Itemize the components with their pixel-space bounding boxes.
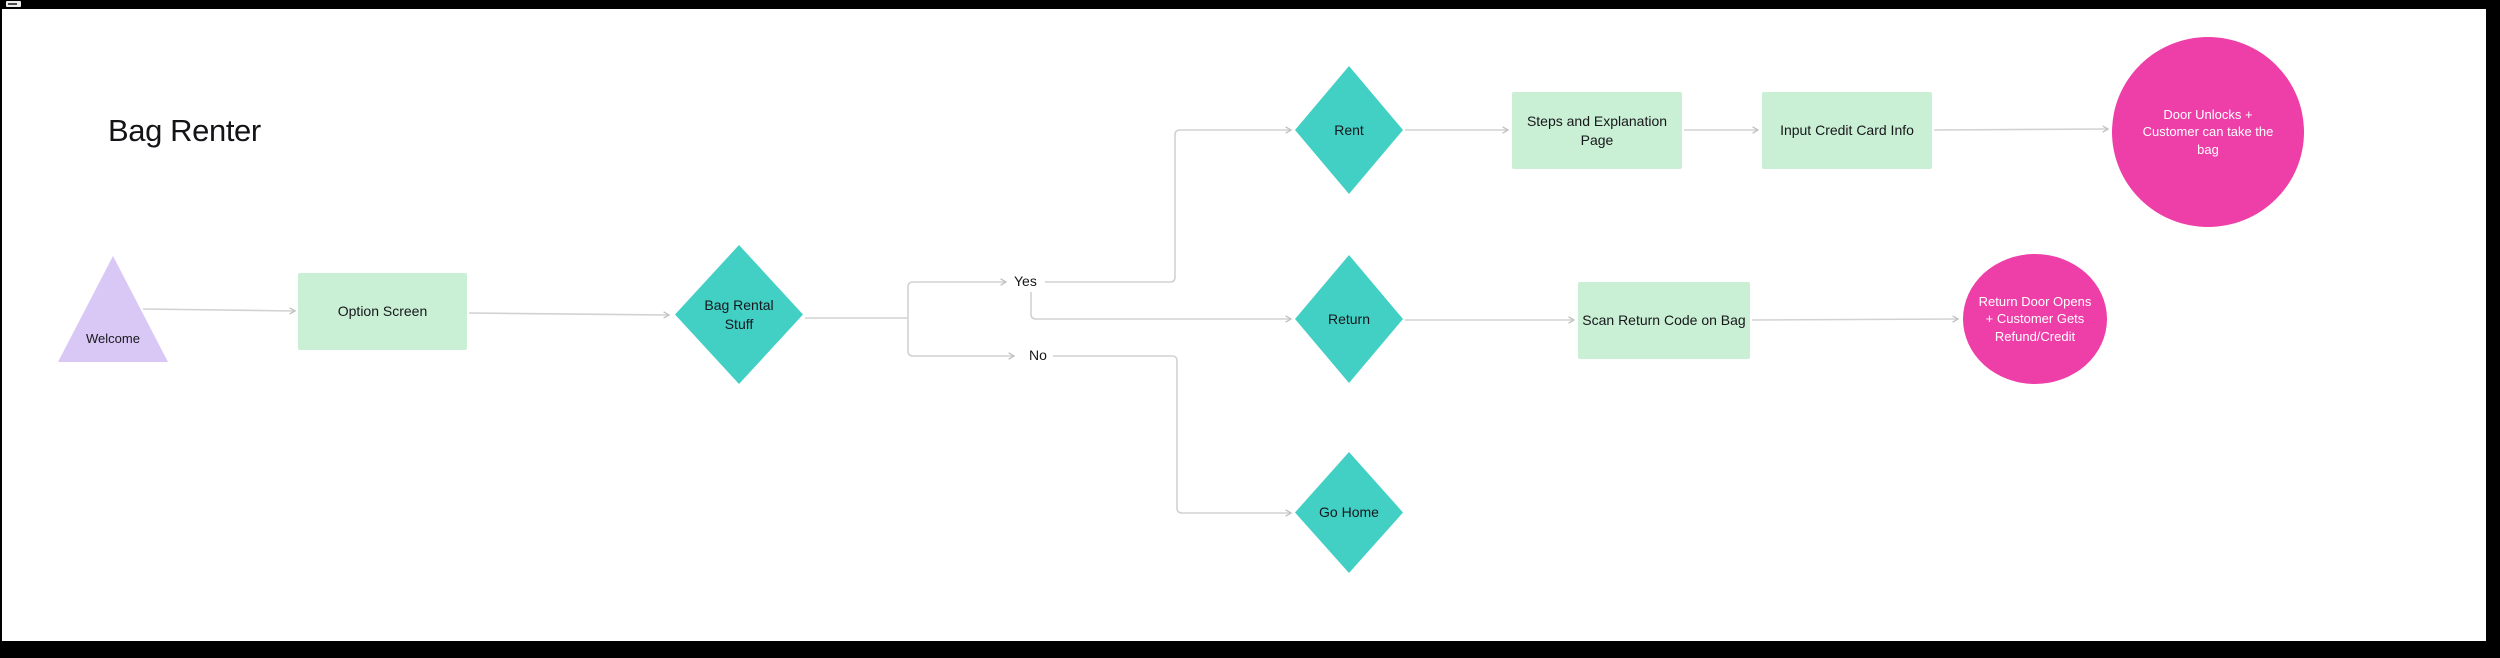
edge-input-cc-door-unlocks[interactable]: [1933, 125, 2110, 133]
node-return-door-opens-label: Return Door Opens + Customer Gets Refund…: [1978, 294, 2092, 344]
edge-yes-return[interactable]: [1030, 292, 1293, 323]
node-scan-return-code[interactable]: Scan Return Code on Bag: [1578, 282, 1750, 359]
diagram-title: Bag Renter: [108, 113, 261, 148]
node-option-screen[interactable]: Option Screen: [298, 273, 467, 350]
branch-label-no: No: [1029, 347, 1047, 363]
branch-label-yes: Yes: [1014, 273, 1037, 289]
node-scan-return-code-label: Scan Return Code on Bag: [1582, 312, 1746, 329]
edge-no-go-home[interactable]: [1053, 355, 1293, 517]
node-steps-page[interactable]: Steps and Explanation Page: [1512, 92, 1682, 169]
node-door-unlocks[interactable]: Door Unlocks + Customer can take the bag: [2112, 37, 2304, 227]
node-steps-page-label: Steps and Explanation Page: [1526, 112, 1668, 148]
node-bag-rental-stuff-label: Bag Rental Stuff: [704, 296, 774, 332]
node-return-label: Return: [1327, 310, 1371, 327]
node-option-screen-label: Option Screen: [337, 303, 428, 320]
edge-branch-yes[interactable]: [907, 278, 1008, 318]
whiteboard-canvas[interactable]: Bag Renter Welcome: [2, 9, 2486, 641]
node-input-credit-card-label: Input Credit Card Info: [1780, 122, 1914, 139]
edge-option-screen-bag-rental[interactable]: [468, 311, 671, 319]
edge-yes-rent[interactable]: [1045, 126, 1293, 283]
node-input-credit-card[interactable]: Input Credit Card Info: [1762, 92, 1932, 169]
node-welcome-label: Welcome: [86, 331, 140, 347]
node-rent-label: Rent: [1334, 121, 1364, 138]
browser-tab-sliver[interactable]: [6, 1, 21, 7]
node-return-door-opens[interactable]: Return Door Opens + Customer Gets Refund…: [1963, 254, 2107, 384]
edge-scan-return-door[interactable]: [1751, 315, 1960, 323]
connector-lines: [142, 125, 2110, 517]
node-go-home-label: Go Home: [1319, 504, 1379, 521]
edge-branch-no[interactable]: [907, 318, 1016, 360]
node-door-unlocks-label: Door Unlocks + Customer can take the bag: [2142, 107, 2274, 157]
edge-welcome-option-screen[interactable]: [142, 307, 297, 315]
tab-text-smudge: [8, 3, 17, 5]
